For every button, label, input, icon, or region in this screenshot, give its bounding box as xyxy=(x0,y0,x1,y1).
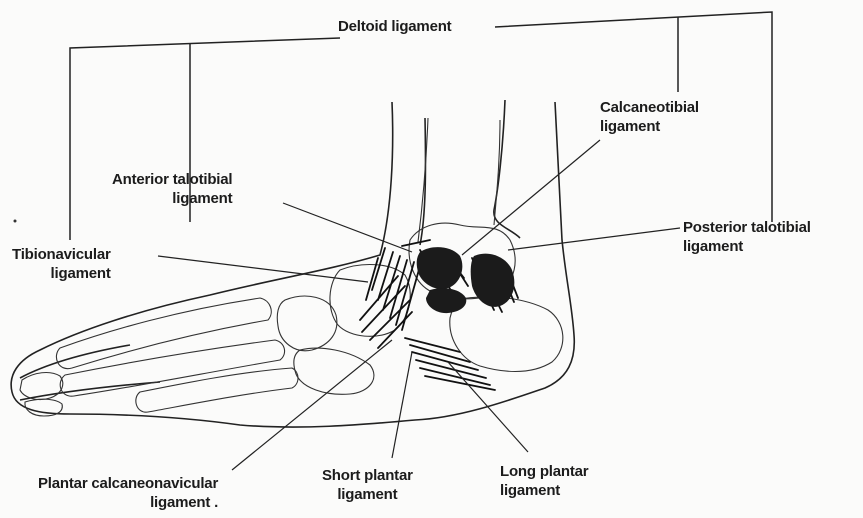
anterior-talotibial-line1: Anterior talotibial xyxy=(112,170,232,189)
posterior-talotibial-line1: Posterior talotibial xyxy=(683,218,811,237)
deltoid-ligament-text: Deltoid ligament xyxy=(338,17,451,36)
anterior-talotibial-line2: ligament xyxy=(112,189,232,208)
tibionavicular-line2: ligament xyxy=(12,264,111,283)
long-plantar-line2: ligament xyxy=(500,481,588,500)
calcaneotibial-line2: ligament xyxy=(600,117,699,136)
tibionavicular-label: Tibionavicular ligament xyxy=(12,245,111,283)
posterior-talotibial-line2: ligament xyxy=(683,237,811,256)
calcaneotibial-line1: Calcaneotibial xyxy=(600,98,699,117)
short-plantar-line1: Short plantar xyxy=(322,466,413,485)
long-plantar-label: Long plantar ligament xyxy=(500,462,588,500)
ligament-dark-fill xyxy=(417,247,515,313)
long-plantar-line1: Long plantar xyxy=(500,462,588,481)
deltoid-ligament-label: Deltoid ligament xyxy=(333,17,456,36)
calcaneotibial-label: Calcaneotibial ligament xyxy=(600,98,699,136)
plantar-calcaneonavicular-line2: ligament . xyxy=(38,493,218,512)
short-plantar-label: Short plantar ligament xyxy=(322,466,413,504)
short-plantar-line2: ligament xyxy=(322,485,413,504)
speck-mark xyxy=(14,220,17,223)
tibionavicular-line1: Tibionavicular xyxy=(12,245,111,264)
plantar-calcaneonavicular-line1: Plantar calcaneonavicular xyxy=(38,474,218,493)
anterior-talotibial-label: Anterior talotibial ligament xyxy=(112,170,232,208)
posterior-talotibial-label: Posterior talotibial ligament xyxy=(683,218,811,256)
plantar-calcaneonavicular-label: Plantar calcaneonavicular ligament . xyxy=(38,474,218,512)
